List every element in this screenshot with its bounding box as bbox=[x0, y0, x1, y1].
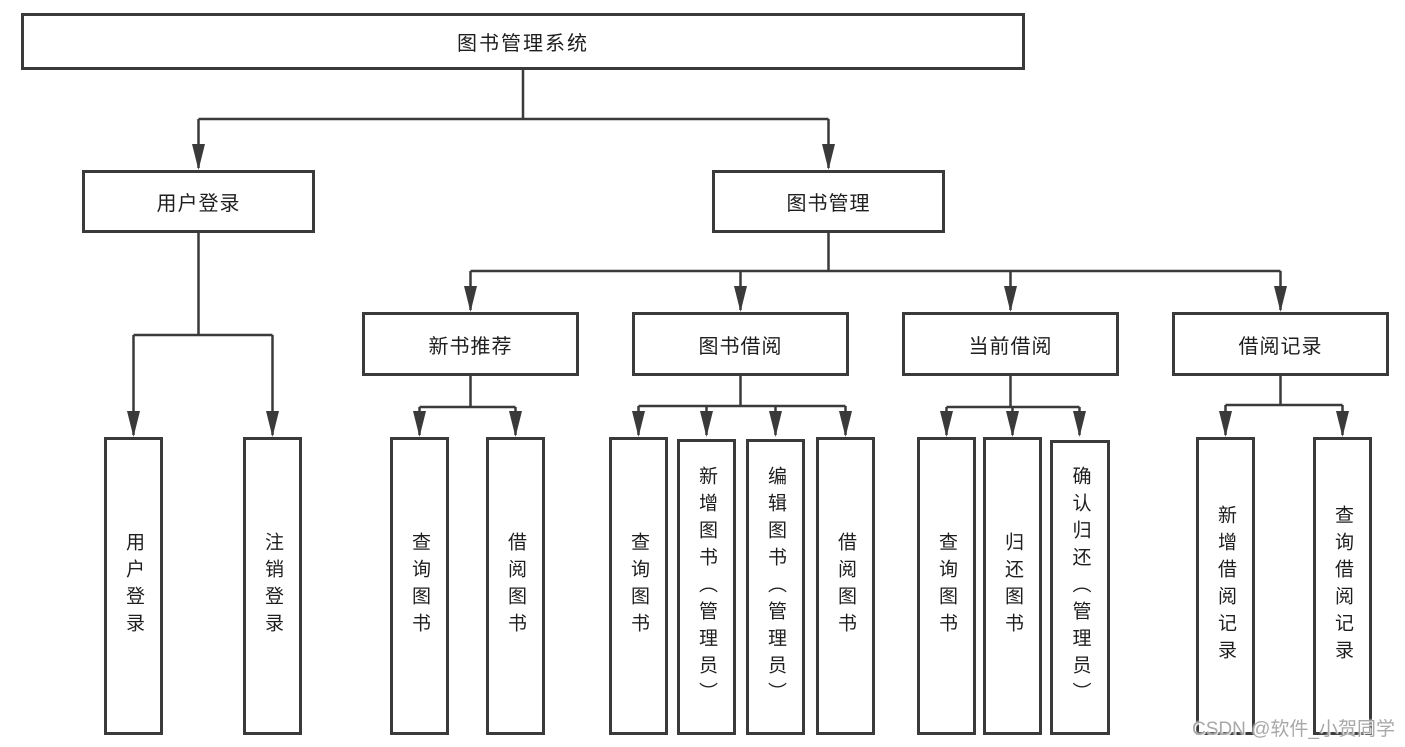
node-label: 借阅记录 bbox=[1238, 335, 1323, 358]
csdn-watermark: CSDN @软件_小贺同学 bbox=[1192, 719, 1395, 740]
node-current-borrow: 当前借阅 bbox=[902, 312, 1119, 376]
leaf-borrow-books: 借阅图书 bbox=[816, 437, 875, 735]
node-label: 借阅图书 bbox=[835, 532, 856, 640]
node-library-management-system: 图书管理系统 bbox=[21, 13, 1025, 70]
node-label: 借阅图书 bbox=[505, 532, 526, 640]
node-label: 编辑图书（管理员） bbox=[765, 465, 786, 709]
node-label: 查询借阅记录 bbox=[1332, 505, 1353, 667]
node-label: 确认归还（管理员） bbox=[1069, 466, 1091, 709]
leaf-user-login: 用户登录 bbox=[104, 437, 163, 735]
node-label: 图书管理 bbox=[786, 193, 871, 215]
node-label: 查询图书 bbox=[628, 532, 649, 640]
node-label: 查询图书 bbox=[936, 532, 957, 640]
arrowheads bbox=[127, 144, 1349, 437]
node-book-borrow: 图书借阅 bbox=[632, 312, 849, 376]
node-label: 新增借阅记录 bbox=[1215, 505, 1236, 667]
node-user-login: 用户登录 bbox=[82, 170, 315, 233]
node-label: 图书借阅 bbox=[698, 335, 783, 358]
node-label: 归还图书 bbox=[1002, 532, 1023, 640]
node-label: 当前借阅 bbox=[968, 335, 1053, 358]
node-label: 新书推荐 bbox=[428, 335, 513, 358]
node-label: 新增图书（管理员） bbox=[696, 465, 717, 709]
leaf-query-books-borrow: 查询图书 bbox=[609, 437, 668, 735]
node-label: 注销登录 bbox=[262, 532, 283, 640]
leaf-confirm-return-admin: 确认归还（管理员） bbox=[1050, 440, 1110, 735]
leaf-query-books-current: 查询图书 bbox=[917, 437, 976, 735]
leaf-logout: 注销登录 bbox=[243, 437, 302, 735]
leaf-return-books: 归还图书 bbox=[983, 437, 1042, 735]
leaf-add-borrow-record: 新增借阅记录 bbox=[1196, 437, 1255, 735]
leaf-edit-book-admin: 编辑图书（管理员） bbox=[746, 439, 805, 735]
node-label: 图书管理系统 bbox=[457, 33, 589, 55]
leaf-query-borrow-record: 查询借阅记录 bbox=[1313, 437, 1372, 735]
node-borrow-records: 借阅记录 bbox=[1172, 312, 1389, 376]
node-label: 用户登录 bbox=[156, 193, 241, 215]
leaf-add-book-admin: 新增图书（管理员） bbox=[677, 439, 736, 735]
node-new-book-recommend: 新书推荐 bbox=[362, 312, 579, 376]
node-label: 查询图书 bbox=[409, 532, 430, 640]
leaf-borrow-books-recommend: 借阅图书 bbox=[486, 437, 545, 735]
node-label: 用户登录 bbox=[123, 532, 144, 640]
leaf-query-books-recommend: 查询图书 bbox=[390, 437, 449, 735]
node-book-management: 图书管理 bbox=[712, 170, 945, 233]
